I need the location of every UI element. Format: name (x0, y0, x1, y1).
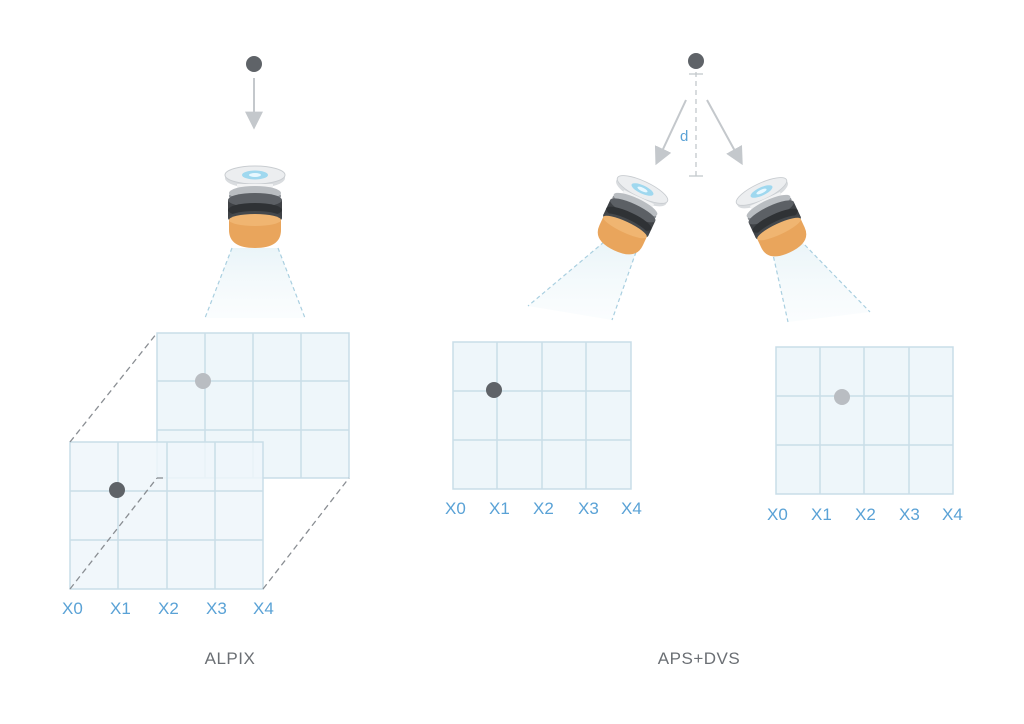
alpix-tick-1: X1 (110, 599, 131, 618)
aps-dvs-panel: d X0 X1 X (445, 53, 963, 668)
aps-grid-right (775, 346, 954, 495)
alpix-tick-4: X4 (253, 599, 274, 618)
right-light-beam (772, 240, 870, 322)
alpix-front-grid (69, 441, 264, 590)
left-grid-dark-point (486, 382, 502, 398)
right-tick-4: X4 (942, 505, 963, 524)
arrow-to-left-camera (654, 99, 687, 166)
alpix-panel: X0 X1 X2 X3 X4 ALPIX (62, 56, 350, 668)
alpix-tick-labels: X0 X1 X2 X3 X4 (62, 599, 274, 618)
right-grid-light-point (834, 389, 850, 405)
alpix-light-point (195, 373, 211, 389)
alpix-tick-0: X0 (62, 599, 83, 618)
aps-dvs-point-source (688, 53, 704, 69)
arrow-to-right-camera (706, 99, 743, 166)
distance-marker: d (680, 72, 703, 177)
aps-dvs-panel-label: APS+DVS (658, 649, 740, 668)
right-tick-0: X0 (767, 505, 788, 524)
alpix-depth-edges (69, 332, 350, 590)
right-tick-1: X1 (811, 505, 832, 524)
left-tick-4: X4 (621, 499, 642, 518)
alpix-dark-point (109, 482, 125, 498)
distance-label: d (680, 128, 688, 145)
alpix-point-source (246, 56, 262, 72)
right-tick-3: X3 (899, 505, 920, 524)
alpix-tick-2: X2 (158, 599, 179, 618)
alpix-tick-3: X3 (206, 599, 227, 618)
alpix-camera-icon (224, 165, 286, 249)
left-tick-0: X0 (445, 499, 466, 518)
right-grid-tick-labels: X0 X1 X2 X3 X4 (767, 505, 963, 524)
aps-grid-left (452, 341, 632, 490)
left-tick-3: X3 (578, 499, 599, 518)
left-light-beam (528, 242, 636, 320)
alpix-panel-label: ALPIX (205, 649, 256, 668)
left-grid-tick-labels: X0 X1 X2 X3 X4 (445, 499, 642, 518)
left-tick-2: X2 (533, 499, 554, 518)
left-tick-1: X1 (489, 499, 510, 518)
right-tick-2: X2 (855, 505, 876, 524)
alpix-light-beam (205, 248, 305, 318)
